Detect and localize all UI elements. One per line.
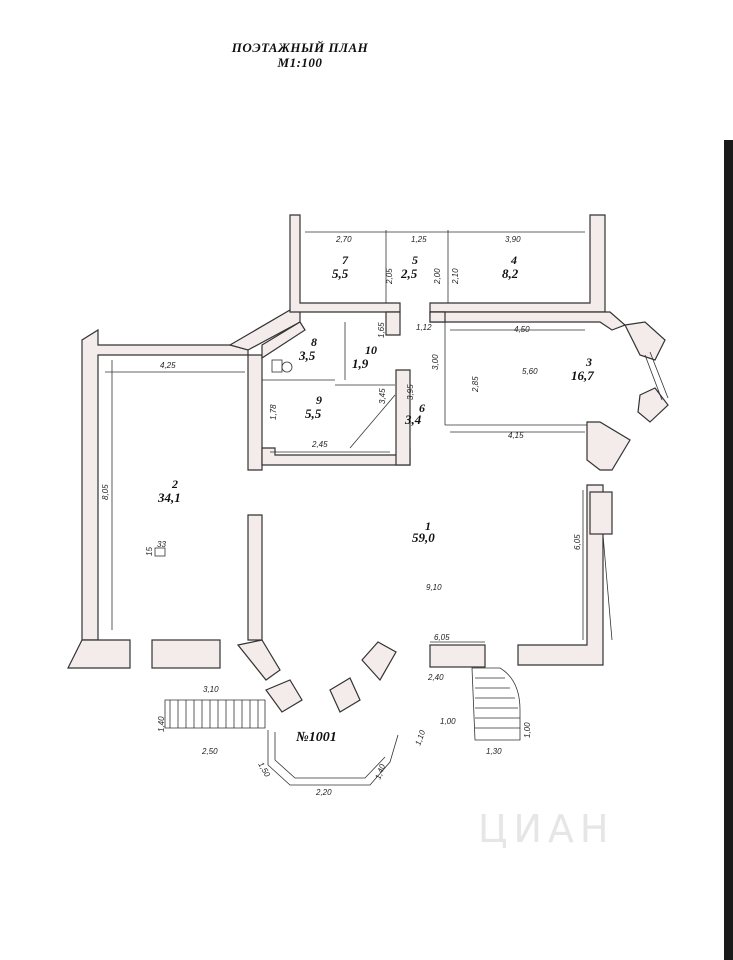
dim-label: 3,95 [406, 384, 415, 400]
room-2-number: 2 [171, 477, 178, 491]
plan-scale: М1:100 [277, 55, 323, 70]
room-10-area: 1,9 [352, 356, 369, 371]
dim-label: 8,05 [101, 484, 110, 500]
room-7-number: 7 [342, 253, 349, 267]
dim-label: 2,85 [471, 376, 480, 393]
dim-label: 1,40 [373, 762, 387, 780]
dim-label: 1,25 [411, 235, 427, 244]
dim-label: 1,40 [157, 716, 166, 732]
dim-label: 1,65 [377, 322, 386, 338]
room-9-area: 5,5 [305, 406, 322, 421]
room-1-number: 1 [425, 519, 431, 533]
room-labels: 1 59,0 2 34,1 3 16,7 4 8,2 5 2,5 6 3,4 7… [157, 253, 594, 545]
dim-label: 4,25 [160, 361, 176, 370]
room-9-number: 9 [316, 393, 322, 407]
room-3-area: 16,7 [571, 368, 594, 383]
dim-label: 5,60 [522, 367, 538, 376]
dim-label: 2,05 [385, 268, 394, 285]
dim-label: 1,10 [413, 728, 427, 746]
right-stairs [471, 667, 521, 741]
scan-edge-top [724, 0, 733, 140]
room-8-number: 8 [311, 335, 317, 349]
dim-label: 2,10 [451, 268, 460, 285]
dim-label: 33 [157, 540, 166, 549]
dim-label: 3,90 [505, 235, 521, 244]
dimension-lines [105, 231, 585, 643]
dim-label: 1,00 [440, 717, 456, 726]
scan-edge [724, 0, 733, 960]
dim-label: 3,00 [431, 354, 440, 370]
room-6-area: 3,4 [404, 412, 422, 427]
watermark-text: ЦИАН [478, 807, 615, 851]
room-1-area: 59,0 [412, 530, 435, 545]
dim-label: 6,05 [434, 633, 450, 642]
room-10-number: 10 [365, 343, 377, 357]
plan-number: №1001 [295, 730, 337, 745]
side-stairs [602, 351, 669, 641]
dim-label: 1,12 [416, 323, 432, 332]
dim-label: 3,10 [203, 685, 219, 694]
room-6-number: 6 [419, 401, 425, 415]
room-2-area: 34,1 [157, 490, 181, 505]
room-3-number: 3 [585, 355, 592, 369]
bottom-porch [267, 730, 399, 786]
room-4-area: 8,2 [502, 266, 519, 281]
room-5-area: 2,5 [400, 266, 418, 281]
fixtures [154, 359, 293, 557]
dim-label: 4,50 [514, 325, 530, 334]
dim-label: 3,45 [378, 388, 387, 404]
room-5-number: 5 [412, 253, 418, 267]
dim-label: 2,45 [311, 440, 328, 449]
dim-label: 2,20 [315, 788, 332, 797]
dim-label: 1,78 [269, 404, 278, 420]
dim-label: 6,05 [573, 534, 582, 550]
dimension-labels: 2,70 1,25 3,90 2,05 2,00 2,10 1,65 1,12 … [101, 235, 582, 797]
dim-label: 1,30 [486, 747, 502, 756]
dim-label: 1,50 [256, 761, 272, 779]
dim-label: 2,50 [201, 747, 218, 756]
room-4-number: 4 [510, 253, 517, 267]
outer-walls [67, 214, 669, 713]
left-stairs [164, 699, 266, 729]
plan-title: ПОЭТАЖНЫЙ ПЛАН [231, 40, 369, 55]
dim-label: 4,15 [508, 431, 524, 440]
inner-walls [247, 230, 587, 641]
dim-label: 9,10 [426, 583, 442, 592]
dim-label: 1,00 [523, 722, 532, 738]
dim-label: 2,70 [335, 235, 352, 244]
dim-label: 2,40 [427, 673, 444, 682]
dim-label: 15 [145, 547, 154, 556]
room-8-area: 3,5 [298, 348, 316, 363]
dim-label: 2,00 [433, 268, 442, 285]
room-7-area: 5,5 [332, 266, 349, 281]
